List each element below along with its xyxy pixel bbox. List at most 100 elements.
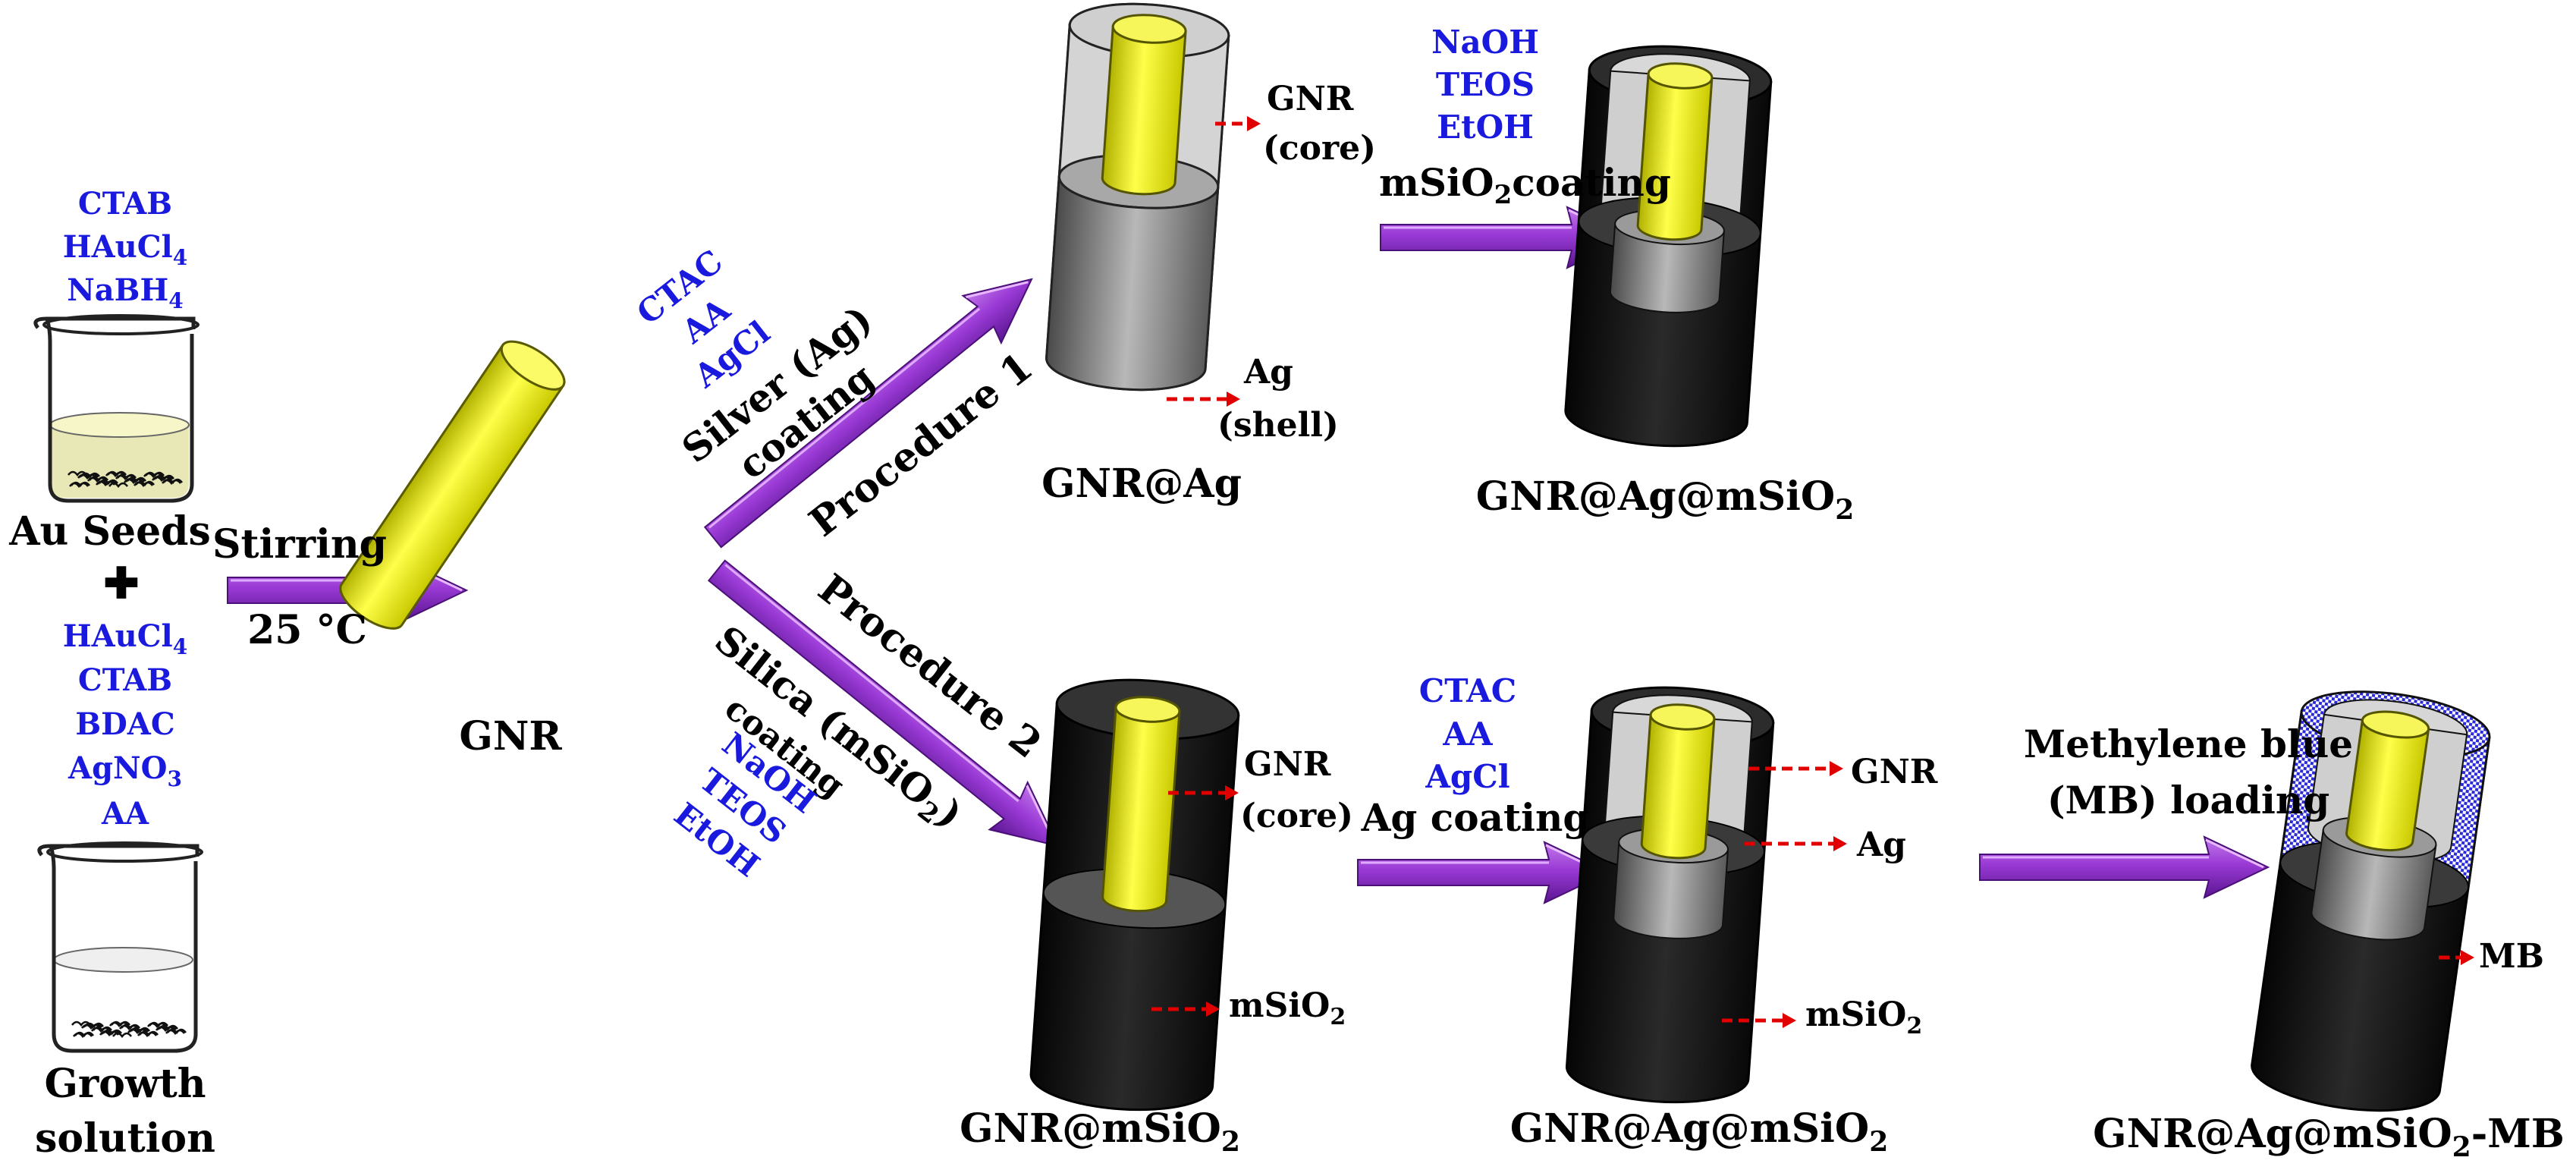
pointer-gnr-msio2-shell — [1151, 1002, 1220, 1017]
core — [2345, 710, 2430, 852]
procedure2-arrow — [707, 559, 1060, 848]
seed-beaker — [33, 314, 199, 503]
pointer-arrows — [1151, 116, 2474, 1028]
pointer-head — [1227, 392, 1240, 407]
pointer-ag-label: Ag — [1856, 826, 1906, 864]
precipitate — [111, 1020, 130, 1027]
precipitate — [68, 470, 87, 477]
core — [1636, 62, 1714, 241]
mb-step-line1: Methylene blue — [2024, 722, 2353, 766]
beaker-liquid-surface — [53, 947, 193, 973]
precipitate — [155, 474, 174, 481]
pointer-gnr-msio2-core — [1168, 785, 1239, 800]
final-rod — [2251, 690, 2491, 1112]
mb-step-line2: (MB) loading — [2047, 778, 2329, 822]
precipitate — [145, 471, 165, 478]
pointer-ag — [1745, 836, 1847, 851]
gnr-ag-core-sublabel: (core) — [1263, 129, 1376, 168]
beaker-rim — [42, 314, 199, 335]
cylinder-top — [1649, 703, 1716, 731]
mb-loading-arrow — [1979, 835, 2270, 899]
cylinder-body — [2345, 719, 2430, 852]
msio2-step-label: mSiO2coating — [1379, 160, 1671, 210]
precipitate — [117, 473, 137, 480]
seed-reagent-1: CTAB — [78, 186, 172, 222]
growth-reagent-2: CTAB — [78, 662, 172, 698]
seed-reagent-2: HAuCl4 — [63, 229, 187, 270]
msio2-step-reagent-1: NaOH — [1431, 24, 1539, 61]
ag-step-label: Ag coating — [1361, 795, 1590, 840]
cylinder-body — [1640, 713, 1716, 860]
precipitate — [159, 1024, 178, 1031]
gnr-ag-shell-label: Ag — [1243, 353, 1293, 392]
precipitate — [74, 1031, 94, 1038]
growth-label-line1: Growth — [44, 1061, 206, 1107]
inner-ag — [1613, 841, 1729, 939]
precipitate — [89, 476, 108, 483]
gnr-ag-rod — [1045, 2, 1230, 392]
gnr-ag-label: GNR@Ag — [1041, 461, 1242, 507]
stirring-label: Stirring — [212, 521, 387, 568]
precipitate — [99, 479, 118, 486]
cylinder-top — [1114, 696, 1181, 723]
cylinder-body — [1101, 25, 1187, 196]
precipitate — [84, 1022, 104, 1029]
gnr-ag-msio2-top-label: GNR@Ag@mSiO2 — [1476, 473, 1855, 526]
ag-step-reagent-1: CTAC — [1419, 672, 1516, 709]
precipitate — [71, 481, 90, 488]
precipitate — [163, 478, 183, 485]
precipitate — [80, 472, 100, 479]
msio2-step-reagent-3: EtOH — [1437, 108, 1534, 146]
pointer-msio2 — [1722, 1013, 1796, 1028]
pointer-head — [1783, 1013, 1796, 1028]
beakers — [33, 314, 203, 1053]
gnr-ag-shell-sublabel: (shell) — [1217, 406, 1339, 445]
gnr-ag-msio2-bottom-rod — [1566, 686, 1775, 1104]
temperature-label: 25 °C — [247, 607, 367, 653]
pointer-mb — [2439, 950, 2474, 965]
precipitate — [112, 1032, 132, 1039]
gnr-label: GNR — [459, 713, 562, 759]
precipitate — [130, 1027, 150, 1033]
gnr-msio2-label: GNR@mSiO2 — [960, 1105, 1240, 1158]
beaker-rim — [46, 841, 203, 863]
final-product-label: GNR@Ag@mSiO2-MB — [2093, 1111, 2565, 1163]
pointer-head — [1247, 116, 1261, 131]
gnr-ag-core — [1101, 14, 1187, 196]
procedure1-arrow — [703, 278, 1033, 549]
precipitate — [127, 476, 146, 483]
pointer-head — [1830, 761, 1843, 776]
beaker-liquid-surface — [49, 412, 190, 438]
precipitate — [71, 1020, 91, 1027]
cylinder-top — [500, 340, 566, 391]
msio2-step-reagent-2: TEOS — [1436, 66, 1535, 103]
ag-step-reagent-2: AA — [1442, 715, 1494, 753]
cylinder-body — [1101, 706, 1181, 913]
precipitate — [135, 480, 155, 487]
gnr-cylinder — [339, 340, 566, 630]
pointer-head — [1206, 1002, 1220, 1017]
cylinder-top — [1111, 14, 1187, 44]
pointer-head — [2461, 950, 2474, 965]
inner-ag — [1609, 222, 1725, 313]
precipitate — [149, 1021, 168, 1028]
precipitate — [167, 1028, 187, 1035]
cylinder-body — [1636, 72, 1714, 241]
gnr-ag-msio2-top-rod — [1564, 45, 1773, 448]
seed-label: Au Seeds — [8, 508, 211, 555]
ag-step-reagent-3: AgCl — [1425, 758, 1509, 795]
pointer-head — [1833, 836, 1847, 851]
growth-reagent-3: BDAC — [75, 706, 174, 742]
growth-reagent-4: AgNO3 — [68, 750, 182, 791]
pointer-gnr-ag-shell — [1167, 392, 1240, 407]
gnr-msio2-rod — [1029, 678, 1240, 1112]
seed-reagent-3: NaBH4 — [67, 272, 184, 313]
plus-symbol: ✚ — [104, 558, 140, 609]
precipitate — [107, 470, 127, 477]
gnr-ag-core-label: GNR — [1267, 80, 1354, 118]
precipitate — [139, 1030, 159, 1037]
cylinder-top — [2361, 710, 2430, 739]
pointer-gnr-ag-core — [1215, 116, 1261, 131]
process-arrows — [227, 206, 2270, 904]
